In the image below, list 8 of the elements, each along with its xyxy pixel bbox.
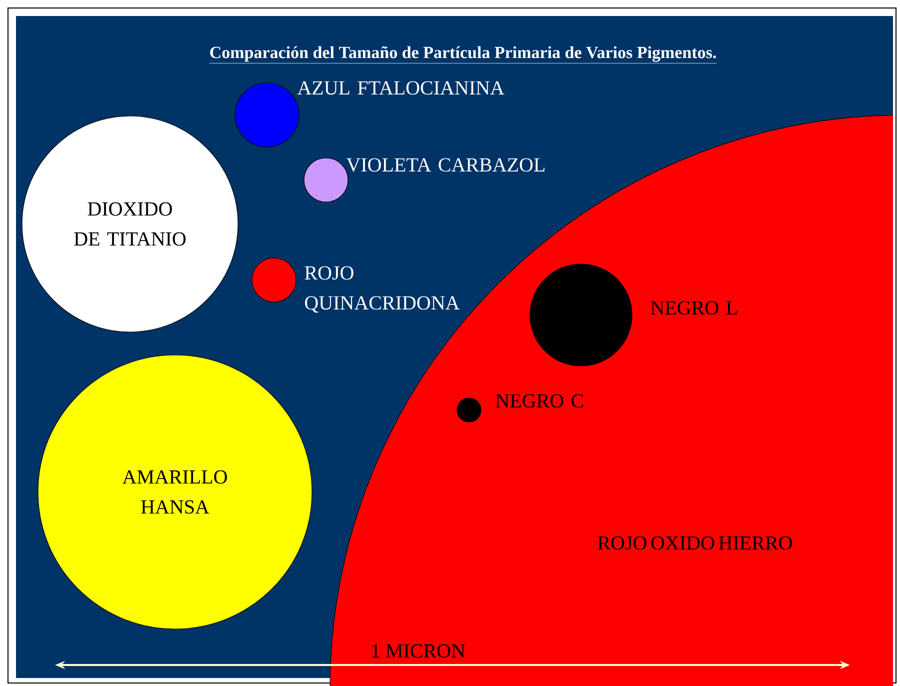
particle-label: NEGRO L — [650, 301, 737, 315]
particle-label: VIOLETA CARBAZOL — [346, 158, 544, 172]
particle-label: ROJO QUINACRIDONA — [304, 266, 460, 313]
particle-label: NEGRO C — [496, 394, 583, 408]
title: Comparación del Tamaño de Partícula Primaria de Varios Pigmentos. — [209, 46, 717, 64]
dimension-label: 1 MICRON — [372, 644, 466, 658]
particle-label: AZUL FTALOCIANINA — [297, 81, 504, 95]
particle-label: ROJO OXIDO HIERRO — [598, 536, 792, 550]
